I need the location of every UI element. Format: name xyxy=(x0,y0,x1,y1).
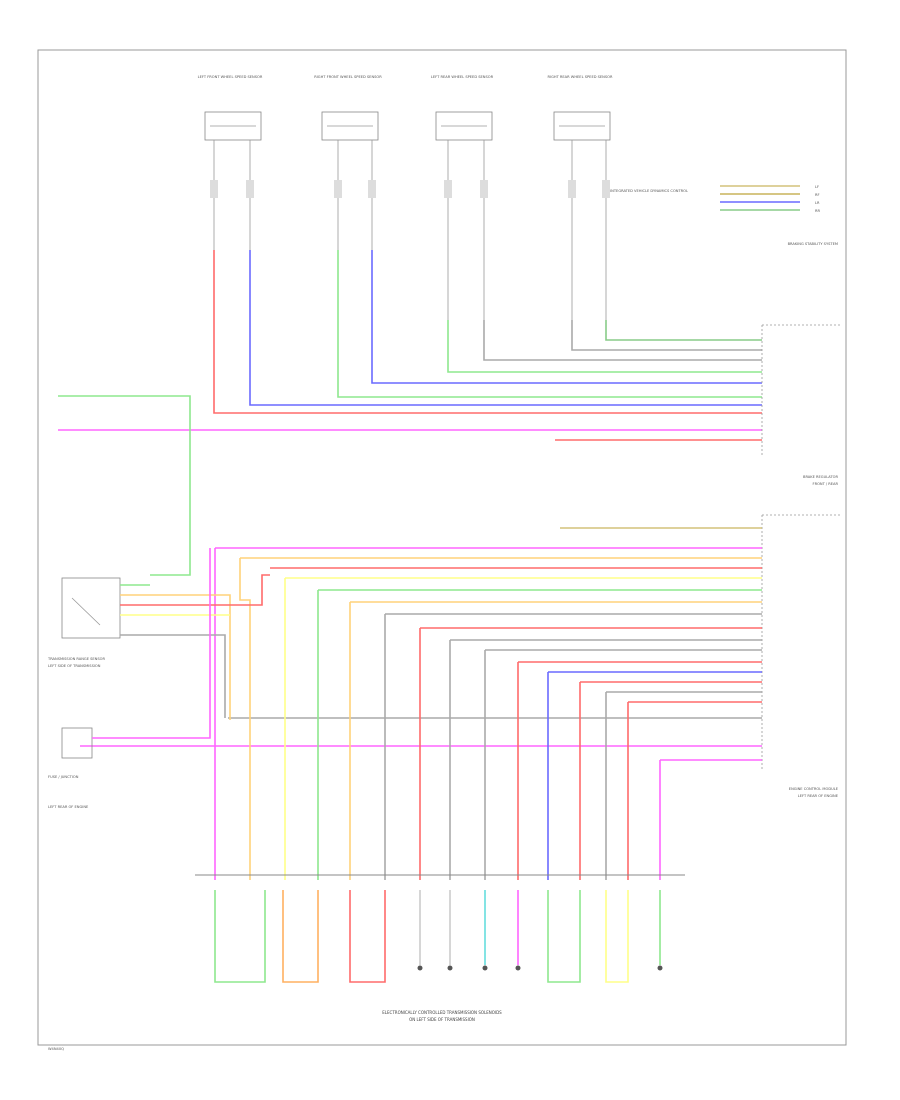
sensor-rf-label: RIGHT FRONT WHEEL SPEED SENSOR xyxy=(314,75,382,79)
legend-item-0: LF xyxy=(815,185,819,189)
bottom-title: ELECTRONICALLY CONTROLLED TRANSMISSION S… xyxy=(382,1010,502,1015)
engine-module-label: ENGINE CONTROL MODULE xyxy=(789,787,839,791)
diagram-code: W4N40Q xyxy=(48,1047,64,1051)
legend-item-3: RR xyxy=(815,209,820,213)
legend-caption: BRAKING STABILITY SYSTEM xyxy=(788,242,838,246)
brake-module-sublabel: FRONT / REAR xyxy=(813,482,839,486)
diagram-frame xyxy=(37,49,847,1046)
sensor-lr: LEFT REAR WHEEL SPEED SENSOR xyxy=(431,75,494,198)
legend: INTEGRATED VEHICLE DYNAMICS CONTROL LF R… xyxy=(610,185,838,246)
brake-module-label: BRAKE REGULATOR xyxy=(803,475,839,479)
legend-title: INTEGRATED VEHICLE DYNAMICS CONTROL xyxy=(610,189,688,193)
fuse-sublabel: LEFT REAR OF ENGINE xyxy=(48,805,89,809)
fuse-junction: FUSE / JUNCTION LEFT REAR OF ENGINE xyxy=(48,548,211,809)
ecm-wires xyxy=(80,527,762,761)
sensor-wires xyxy=(58,250,762,576)
sensor-rr-label: RIGHT REAR WHEEL SPEED SENSOR xyxy=(548,75,613,79)
range-sensor-sublabel: LEFT SIDE OF TRANSMISSION xyxy=(48,664,101,668)
engine-module: ENGINE CONTROL MODULE LEFT REAR OF ENGIN… xyxy=(761,514,840,798)
range-sensor: TRANSMISSION RANGE SENSOR LEFT SIDE OF T… xyxy=(47,574,270,720)
brake-module: BRAKE REGULATOR FRONT / REAR xyxy=(761,324,840,486)
sensor-lf-label: LEFT FRONT WHEEL SPEED SENSOR xyxy=(198,75,263,79)
sensor-lr-label: LEFT REAR WHEEL SPEED SENSOR xyxy=(431,75,494,79)
solenoid-block xyxy=(214,890,663,983)
legend-item-2: LR xyxy=(815,201,820,205)
sensor-connectors xyxy=(213,198,607,320)
sensor-rr: RIGHT REAR WHEEL SPEED SENSOR xyxy=(548,75,613,198)
range-sensor-label: TRANSMISSION RANGE SENSOR xyxy=(47,657,105,661)
legend-item-1: RF xyxy=(815,193,820,197)
engine-module-sublabel: LEFT REAR OF ENGINE xyxy=(798,794,839,798)
fuse-label: FUSE / JUNCTION xyxy=(48,775,79,779)
bottom-subtitle: ON LEFT SIDE OF TRANSMISSION xyxy=(409,1017,475,1022)
sensor-lf: LEFT FRONT WHEEL SPEED SENSOR xyxy=(198,75,263,198)
sensor-rf: RIGHT FRONT WHEEL SPEED SENSOR xyxy=(314,75,382,198)
solenoid-feed-wires xyxy=(214,548,661,880)
